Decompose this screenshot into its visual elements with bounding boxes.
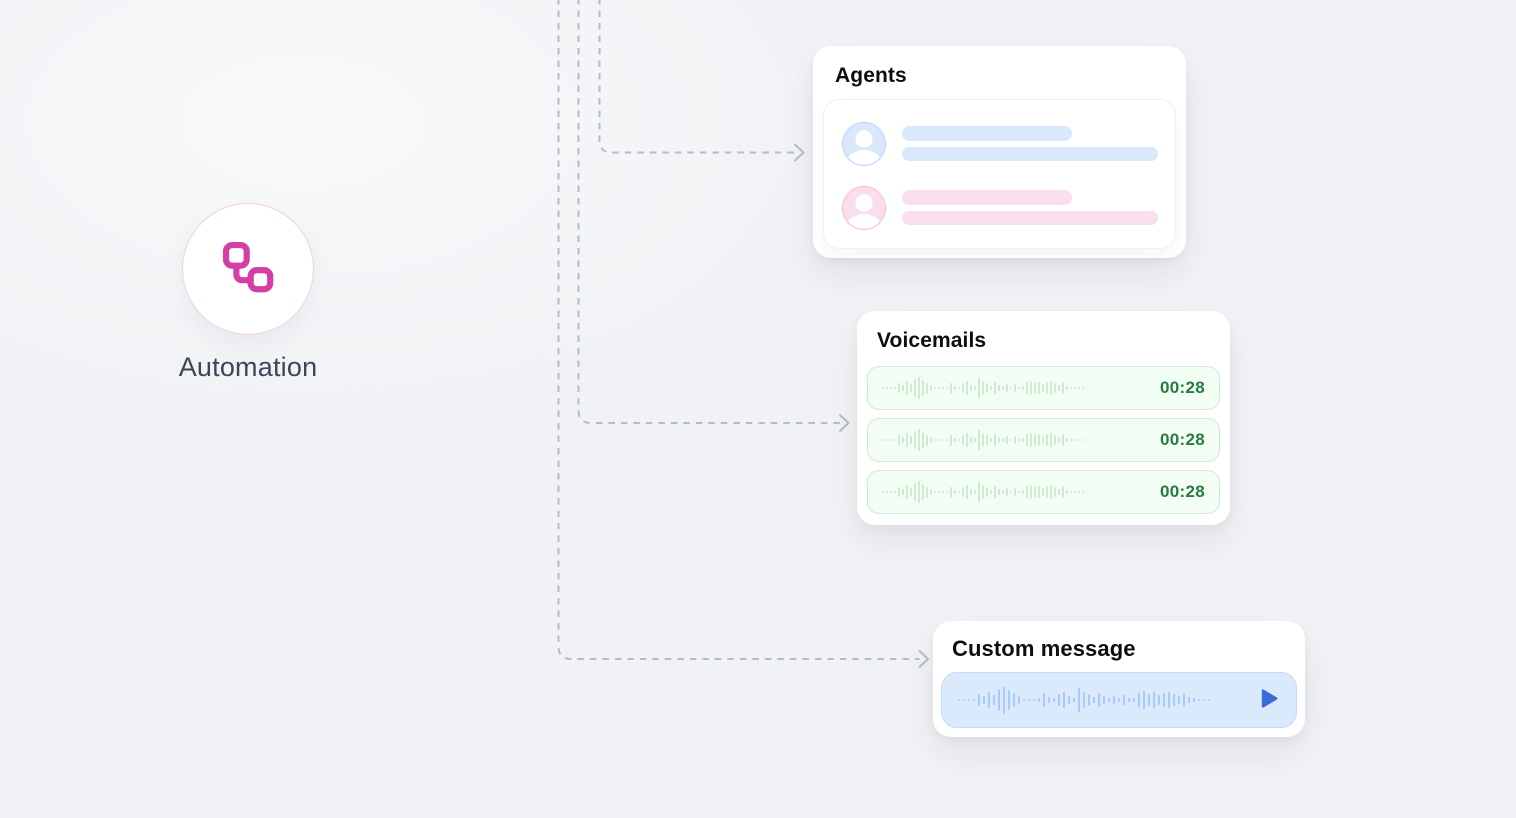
automation-circle bbox=[182, 203, 314, 335]
waveform-icon bbox=[882, 429, 1084, 451]
waveform-icon bbox=[882, 481, 1084, 503]
automation-node[interactable]: Automation bbox=[160, 203, 336, 383]
user-avatar-icon bbox=[841, 121, 887, 167]
skeleton-line bbox=[902, 190, 1072, 205]
voicemail-duration: 00:28 bbox=[1160, 482, 1205, 501]
custom-message-card: Custom message bbox=[933, 621, 1305, 737]
play-icon bbox=[1260, 688, 1279, 712]
agents-card: Agents bbox=[813, 46, 1186, 258]
voicemail-item[interactable]: 00:28 bbox=[867, 470, 1220, 514]
agents-card-title: Agents bbox=[835, 64, 907, 87]
waveform-icon bbox=[882, 377, 1084, 399]
voicemail-duration: 00:28 bbox=[1160, 378, 1205, 397]
arrowhead-voicemails bbox=[839, 414, 850, 432]
skeleton-line bbox=[902, 211, 1158, 225]
voicemail-item[interactable]: 00:28 bbox=[867, 418, 1220, 462]
user-avatar-icon bbox=[841, 185, 887, 231]
agents-list bbox=[823, 99, 1176, 249]
automation-node-label: Automation bbox=[178, 352, 318, 382]
voicemails-card-title: Voicemails bbox=[877, 329, 987, 352]
connector-to-agents bbox=[598, 0, 795, 154]
custom-message-player[interactable] bbox=[941, 672, 1297, 728]
agent-row-pink[interactable] bbox=[841, 185, 1158, 231]
voicemail-duration: 00:28 bbox=[1160, 430, 1205, 449]
arrowhead-custom-message bbox=[918, 650, 929, 668]
skeleton-line bbox=[902, 126, 1072, 141]
voicemail-list: 00:28 00:28 00:28 bbox=[867, 366, 1220, 514]
connector-to-voicemails bbox=[577, 0, 840, 424]
agent-row-blue[interactable] bbox=[841, 121, 1158, 167]
agent-skeleton-lines bbox=[902, 190, 1158, 225]
voicemail-item[interactable]: 00:28 bbox=[867, 366, 1220, 410]
voicemails-card: Voicemails 00:28 00:28 00:28 bbox=[857, 311, 1230, 525]
play-button[interactable] bbox=[1260, 689, 1280, 711]
custom-message-card-title: Custom message bbox=[952, 636, 1136, 661]
arrowhead-agents bbox=[794, 143, 805, 162]
waveform-icon bbox=[958, 686, 1210, 714]
agent-skeleton-lines bbox=[902, 126, 1158, 161]
workflow-icon bbox=[217, 236, 279, 303]
skeleton-line bbox=[902, 147, 1158, 161]
